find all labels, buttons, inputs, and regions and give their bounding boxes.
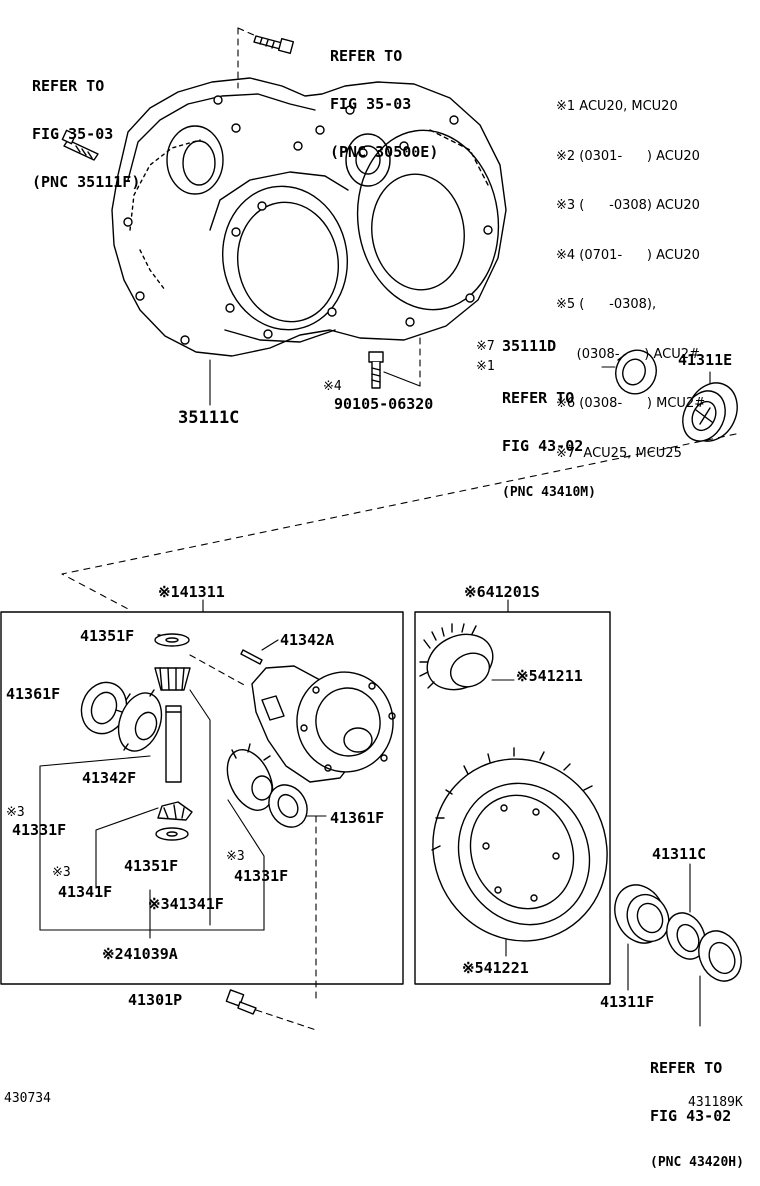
part-label-41311f[interactable]: 41311F (600, 993, 655, 1011)
thrust-washer-icon-top (155, 634, 189, 646)
ref-line: (PNC 35111F) (32, 173, 141, 191)
part-label-41331f-right[interactable]: 41331F (234, 867, 289, 885)
side-gear-icon-right (218, 743, 281, 818)
differential-case-icon (252, 664, 401, 782)
pin-icon-41342a (241, 650, 262, 664)
applicability-notes: ※1 ACU20, MCU20 ※2 (0301- ) ACU20 ※3 ( -… (556, 66, 705, 479)
part-label-41342a[interactable]: 41342A (280, 631, 335, 649)
note-mark: ※4 (323, 379, 342, 394)
note-line: ※6 (0308- ) MCU2# (556, 396, 706, 411)
pinion-gear-icon-bottom (158, 802, 192, 820)
ref-line: REFER TO (502, 389, 575, 407)
ref-line: (PNC 43420H) (650, 1155, 744, 1170)
note-line: ※1 ACU20, MCU20 (556, 99, 678, 114)
ref-line: REFER TO (650, 1059, 723, 1077)
pinion-shaft-icon (166, 706, 181, 782)
ref-line: FIG 43-02 (650, 1107, 732, 1125)
ref-line: FIG 35-03 (32, 125, 114, 143)
note-mark: ※3 (226, 849, 245, 864)
part-label-41351f-bottom[interactable]: 41351F (124, 857, 179, 875)
ring-gear-icon-41221 (403, 730, 637, 969)
bolt-icon-41301p (226, 990, 256, 1014)
oil-seal-icon-35111d (610, 344, 663, 399)
footer-code-left: 430734 (4, 1091, 51, 1106)
note-line: ※7 ACU25, MCU25 (556, 445, 682, 461)
part-label-41341f-right[interactable]: ※341341F (148, 895, 224, 913)
note-line: ※5 ( -0308), (556, 297, 657, 312)
part-label-41211[interactable]: ※541211 (516, 667, 583, 685)
part-label-41342f[interactable]: 41342F (82, 769, 137, 787)
transaxle-housing (112, 78, 510, 356)
pinion-gear-icon-top (155, 668, 190, 690)
note-line: ※4 (0701- ) ACU20 (556, 247, 700, 263)
refer-to-35111f: REFER TO FIG 35-03 (PNC 35111F) (32, 46, 140, 206)
note-mark: ※7 (476, 339, 495, 354)
part-label-41341f-left[interactable]: 41341F (58, 883, 113, 901)
refer-to-43410m: REFER TO FIG 43-02 (PNC 43410M) (502, 358, 596, 516)
ref-line: FIG 35-03 (330, 95, 412, 113)
pinion-gear-icon-41211 (418, 624, 502, 700)
note-line: ※3 ( -0308) ACU20 (556, 198, 700, 213)
ref-line: REFER TO (330, 47, 403, 65)
ref-line: (PNC 43410M) (502, 485, 596, 500)
refer-to-30500e: REFER TO FIG 35-03 (PNC 30500E) (330, 16, 438, 176)
side-gear-icon-left (111, 687, 169, 757)
ref-line: (PNC 30500E) (330, 143, 439, 161)
part-label-35111d[interactable]: 35111D (502, 337, 557, 355)
thrust-washer-icon-bottom (156, 828, 188, 840)
bolt-icon-top (254, 36, 293, 53)
bearing-race-icon-43420h (691, 924, 749, 988)
exploded-parts-diagram (0, 0, 760, 1112)
part-label-41361f-right[interactable]: 41361F (330, 809, 385, 827)
shim-icon-41311c (660, 907, 713, 966)
differential-box (1, 612, 403, 984)
box-title-41201s[interactable]: ※641201S (464, 583, 540, 601)
bearing-icon-41311e (675, 375, 747, 450)
part-label-41351f-top[interactable]: 41351F (80, 627, 135, 645)
part-label-41311c[interactable]: 41311C (652, 845, 707, 863)
gear-set-box (415, 612, 610, 984)
part-label-41311e[interactable]: 41311E (678, 351, 733, 369)
note-line: (0308- ) ACU2# (556, 346, 700, 362)
part-label-35111c[interactable]: 35111C (178, 408, 240, 428)
box-title-41311[interactable]: ※141311 (158, 583, 225, 601)
note-mark: ※1 (476, 359, 495, 374)
note-line: ※2 (0301- ) ACU20 (556, 148, 700, 164)
ref-line: FIG 43-02 (502, 437, 584, 455)
part-label-90105-06320[interactable]: 90105-06320 (334, 395, 434, 413)
note-mark: ※3 (52, 865, 71, 880)
note-mark: ※3 (6, 805, 25, 820)
ref-line: REFER TO (32, 77, 105, 95)
part-label-41039a[interactable]: ※241039A (102, 945, 178, 963)
part-label-41331f-left[interactable]: 41331F (12, 821, 67, 839)
part-label-41221[interactable]: ※541221 (462, 959, 529, 977)
footer-code-right: 431189K (688, 1095, 743, 1110)
bolt-icon-90105 (369, 352, 383, 388)
part-label-41361f-left[interactable]: 41361F (6, 685, 61, 703)
bolt-icon-left (62, 130, 98, 160)
bearing-icon-41311f (606, 877, 677, 952)
part-label-41301p[interactable]: 41301P (128, 991, 183, 1009)
side-washer-icon-right (261, 778, 314, 834)
